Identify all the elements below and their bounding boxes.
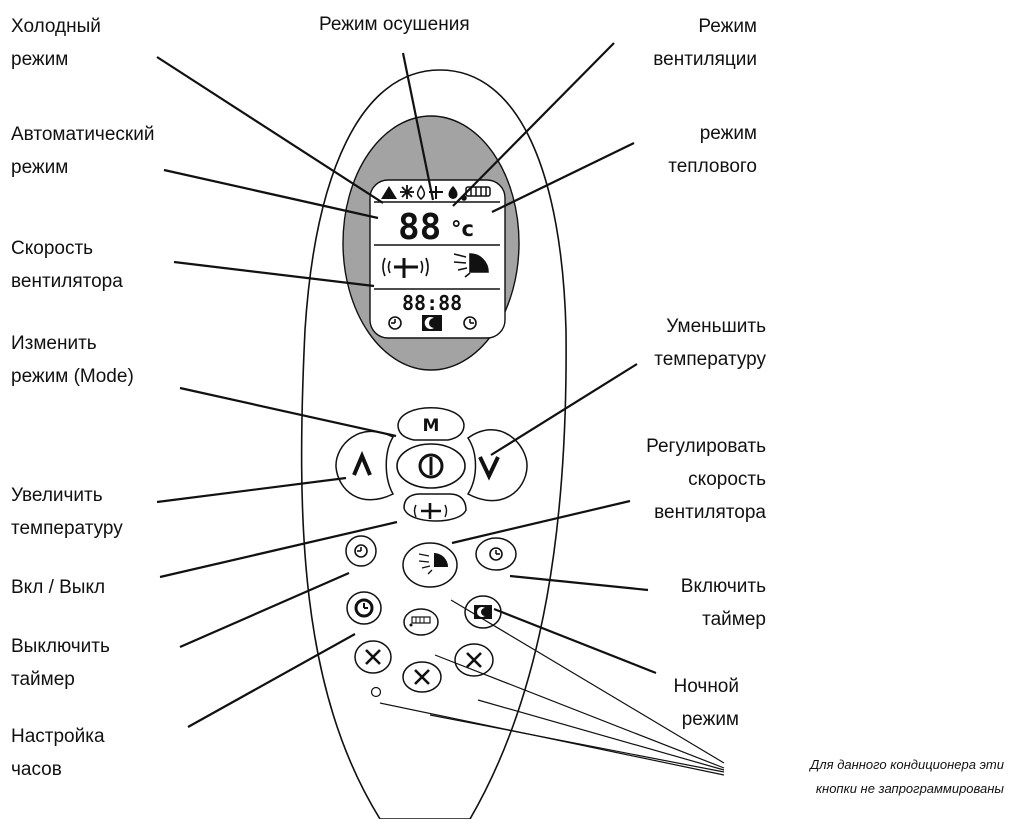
timer-off-small-button[interactable]: [346, 536, 376, 566]
lcd-temperature: 88: [398, 207, 441, 248]
mode-button[interactable]: M: [423, 416, 440, 436]
dpad-down-shell: [404, 494, 466, 521]
label-dry-mode: Режим осушения: [319, 8, 470, 41]
power-button[interactable]: [397, 444, 465, 488]
unprogrammed-button-center[interactable]: [403, 662, 441, 692]
label-on-off: Вкл / Выкл: [11, 571, 105, 604]
unprogrammed-button-right[interactable]: [455, 644, 493, 676]
timer-on-small-button[interactable]: [476, 538, 516, 570]
snowflake-icon: [400, 185, 414, 199]
swing-button[interactable]: [403, 543, 457, 587]
clock-setting-button[interactable]: [347, 592, 381, 624]
heater-button[interactable]: [404, 609, 438, 635]
moon-icon: [422, 315, 442, 331]
lcd-clock: 88:88: [402, 291, 462, 315]
svg-text:M: M: [423, 416, 440, 436]
unprogrammed-button-left[interactable]: [355, 641, 391, 673]
lcd-unit: °c: [451, 217, 474, 241]
reset-pinhole[interactable]: [372, 688, 381, 697]
